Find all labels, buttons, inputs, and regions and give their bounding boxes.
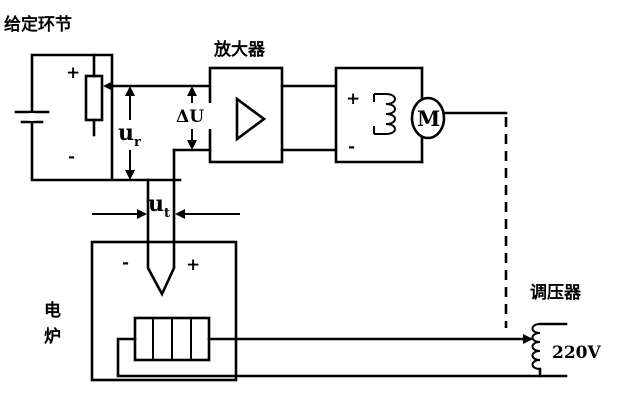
thermocouple-minus-sign: - <box>122 253 129 273</box>
heater-left-lead <box>116 337 238 378</box>
motor-drive-plus-sign: + <box>346 89 360 109</box>
amplifier-label: 放大器 <box>213 39 266 60</box>
motor-drive: + - <box>334 66 424 164</box>
reference-minus-sign: - <box>68 147 75 167</box>
mains-voltage-label: 220V <box>552 343 601 363</box>
voltage-regulator-label: 调压器 <box>530 283 582 303</box>
reference-unit: + - <box>14 53 212 182</box>
potentiometer <box>84 74 104 122</box>
potentiometer-wiper-arrow <box>103 81 113 91</box>
thermocouple-plus-sign: + <box>186 255 200 275</box>
voltage-regulator <box>523 322 568 378</box>
amplifier-triangle-symbol <box>235 96 267 142</box>
amplifier <box>172 66 284 164</box>
thermocouple-wiring: ut <box>92 148 240 252</box>
electric-furnace: - + <box>90 240 238 382</box>
furnace-label-line2: 炉 <box>44 326 61 347</box>
motor-drive-minus-sign: - <box>348 137 355 157</box>
delta-u-indicator: ΔU <box>176 86 214 150</box>
reference-voltage-indicator: ur <box>118 86 153 180</box>
ur-arrow-down <box>125 170 135 180</box>
motor-circle <box>410 96 446 140</box>
field-winding-coil <box>374 93 396 135</box>
reference-unit-label: 给定环节 <box>4 14 72 35</box>
delta-u-label: ΔU <box>176 107 204 127</box>
thermocouple-probe <box>146 240 176 297</box>
autotransformer-coil <box>531 323 541 370</box>
reference-voltage-label: ur <box>118 120 141 150</box>
motor-drive-frame <box>334 66 424 164</box>
motor-label: M <box>417 106 440 131</box>
ur-arrow-up <box>125 86 135 96</box>
regulator-slider-arrow <box>523 334 533 344</box>
motor: M <box>410 66 508 164</box>
furnace-label-line1: 电 <box>44 300 61 321</box>
reference-plus-sign: + <box>66 63 80 83</box>
reference-unit-frame <box>30 53 182 182</box>
thermocouple-voltage-label: ut <box>148 191 170 221</box>
battery-gap <box>30 113 34 121</box>
